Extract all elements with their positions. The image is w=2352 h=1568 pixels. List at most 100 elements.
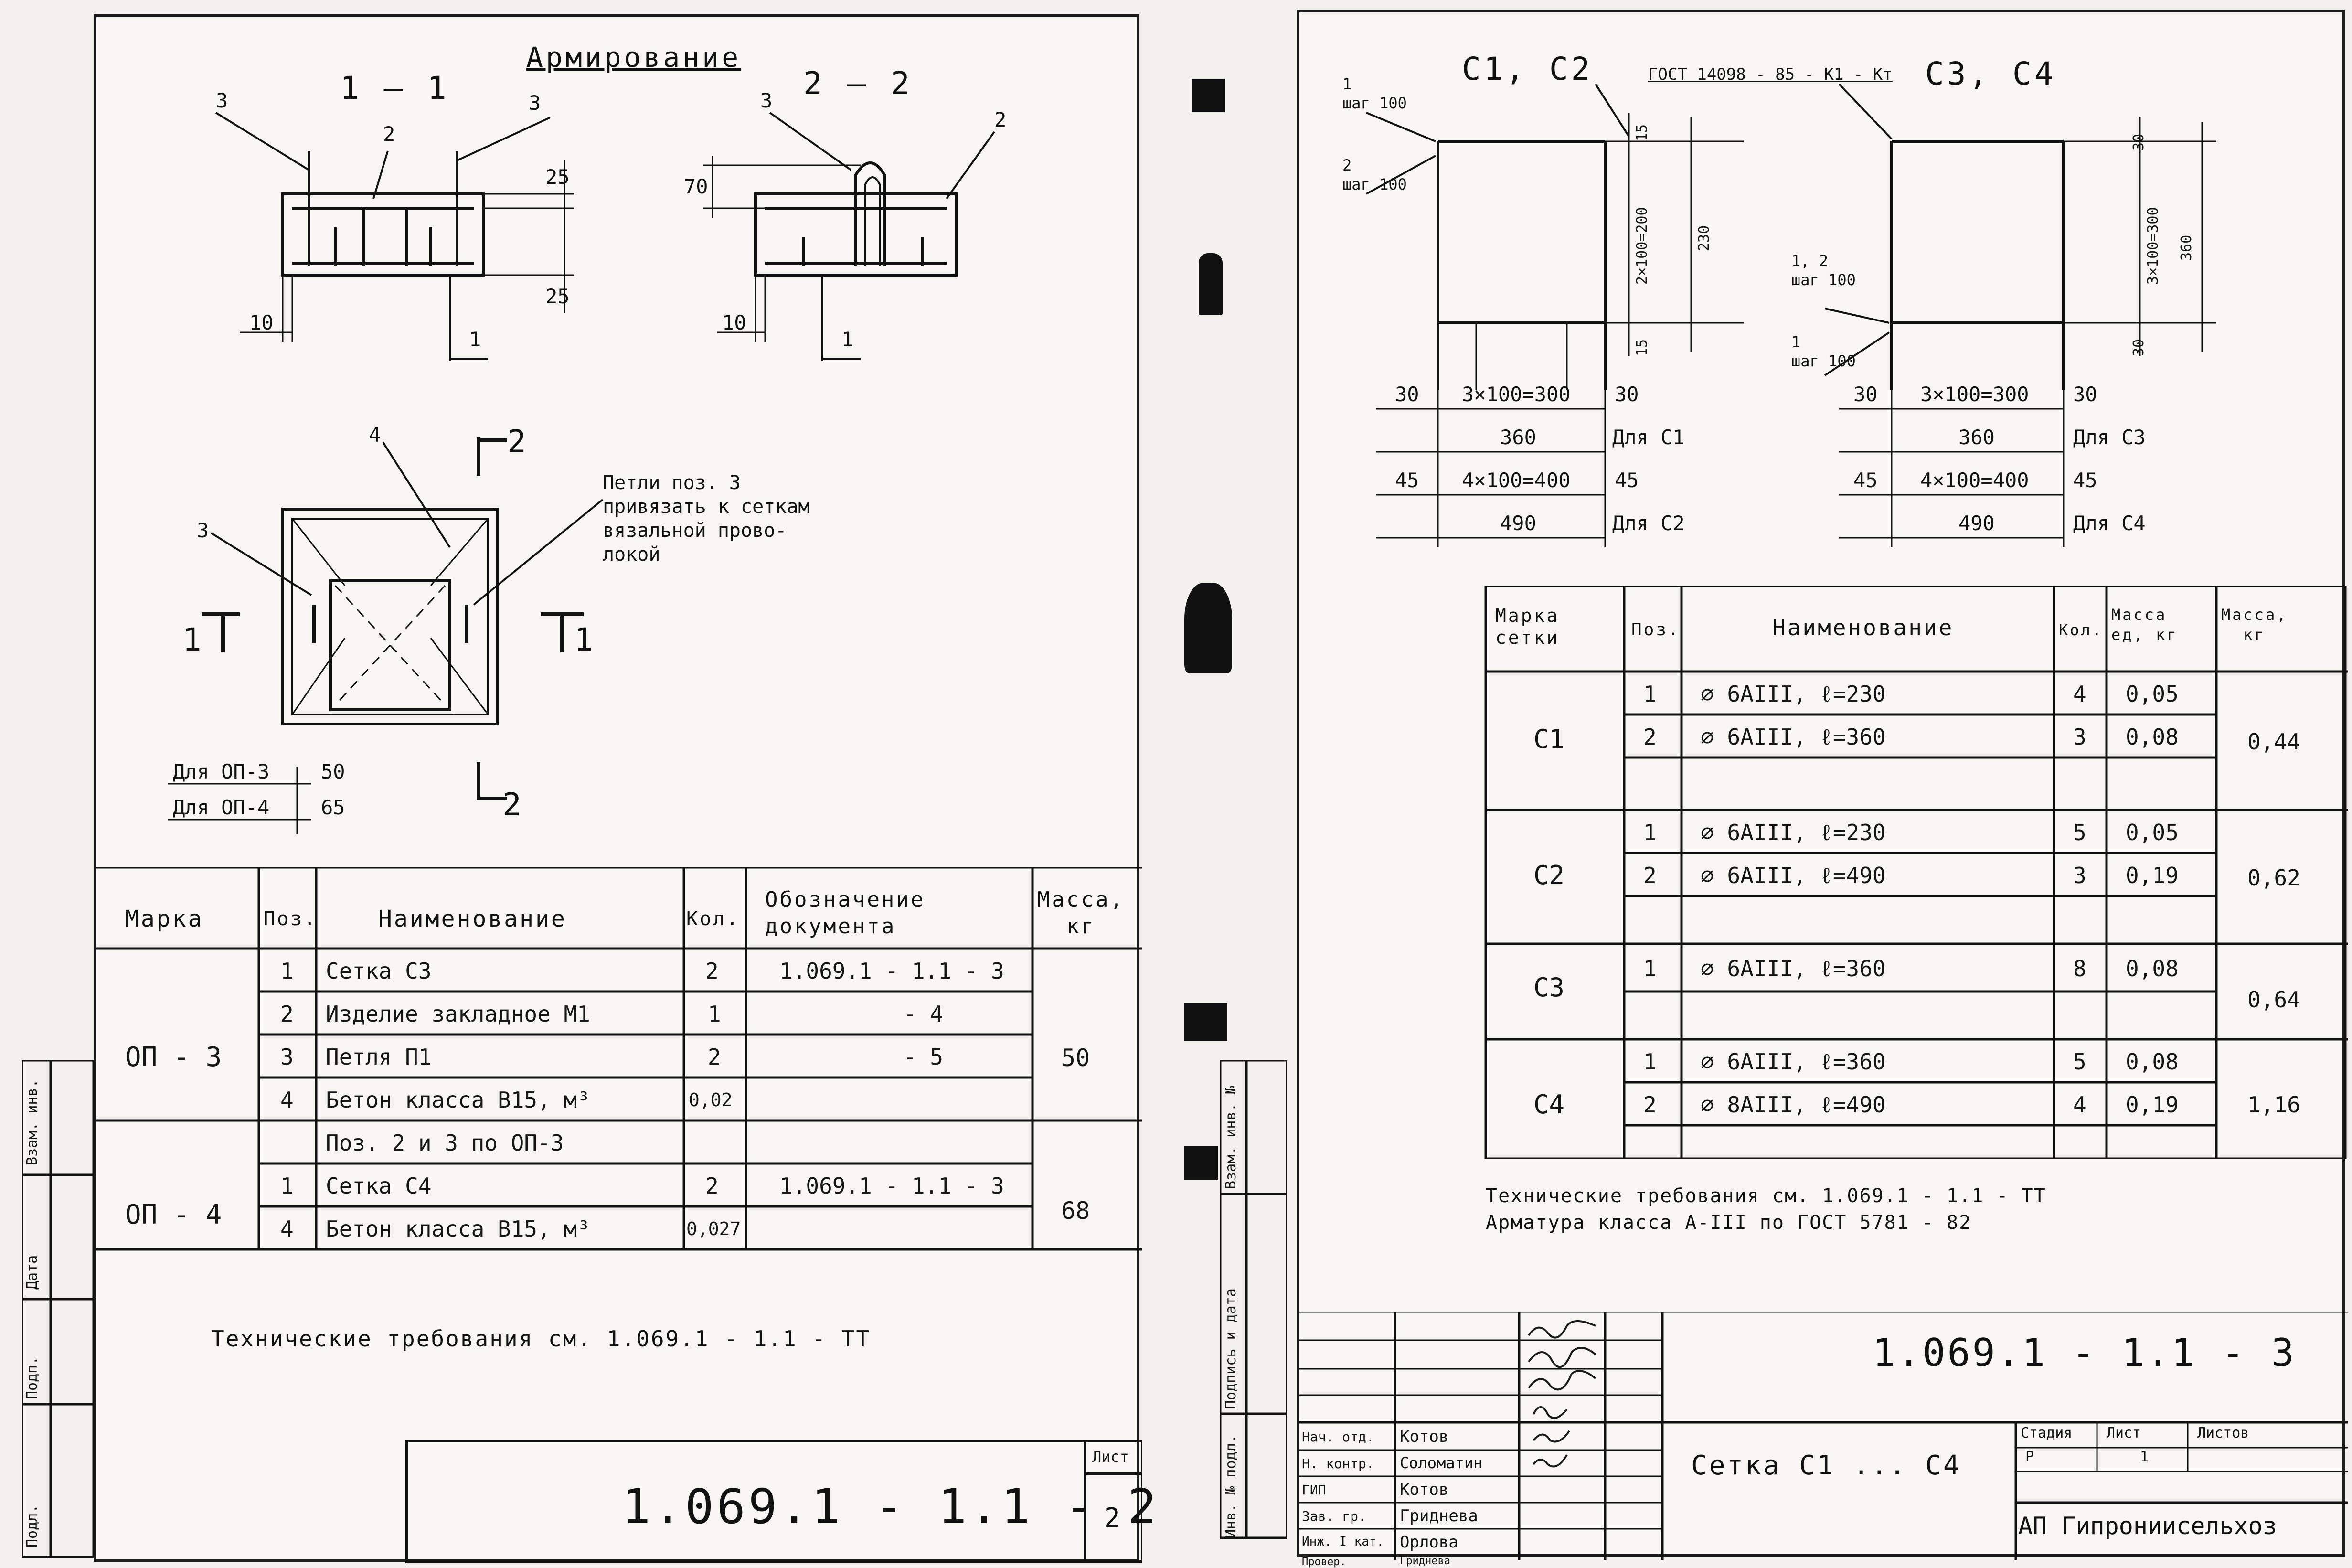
row-name: ⌀ 6АIII, ℓ=360 bbox=[1701, 956, 1886, 981]
dim-10-sec2: 10 bbox=[722, 311, 746, 334]
row-name: Изделие закладное М1 bbox=[326, 1001, 590, 1027]
c12-r1-b: 3×100=300 bbox=[1462, 383, 1571, 406]
c12-r2: 360 bbox=[1500, 426, 1536, 449]
row-name: ⌀ 6АIII, ℓ=360 bbox=[1701, 1049, 1886, 1075]
row-qty: 3 bbox=[2073, 724, 2086, 750]
row-doc: - 5 bbox=[904, 1044, 944, 1070]
c34-r3-b: 4×100=400 bbox=[1920, 469, 2029, 492]
callout-3-sec2: 3 bbox=[760, 89, 773, 112]
drawing-title: Армирование bbox=[526, 41, 742, 74]
callout-right-1: 1 шаг 100 bbox=[1791, 333, 1856, 370]
dim-70: 70 bbox=[684, 175, 708, 198]
c12-r4-label: Для С2 bbox=[1612, 512, 1685, 535]
left-side-label: Подл. bbox=[24, 1504, 41, 1547]
staff-role: Зав. гр. bbox=[1302, 1508, 1366, 1524]
table-row: 1 Сетка С4 2 1.069.1 - 1.1 - 3 bbox=[96, 1163, 1142, 1206]
hdr-name: Наименование bbox=[378, 906, 567, 932]
mesh-mass: 1,16 bbox=[2247, 1092, 2300, 1118]
row-qty: 5 bbox=[2073, 1049, 2086, 1075]
left-side-label: Подп. bbox=[24, 1356, 41, 1399]
row-pos: 2 bbox=[1643, 724, 1657, 750]
staff-role: ГИП bbox=[1302, 1482, 1326, 1498]
op3-dim-value: 50 bbox=[321, 760, 345, 783]
row-qty: 4 bbox=[2073, 681, 2086, 707]
hdr-mark: Марка bbox=[125, 906, 204, 932]
right-side-label: Инв. № подл. bbox=[1223, 1434, 1239, 1538]
row-unit: 0,08 bbox=[2126, 956, 2179, 981]
row-doc: 1.069.1 - 1.1 - 3 bbox=[779, 958, 1004, 984]
c34-dim-bot: 30 bbox=[2130, 339, 2147, 356]
left-side-strip bbox=[22, 1060, 94, 1558]
mesh-mark: С3 bbox=[1533, 972, 1565, 1003]
gost-label: ГОСТ 14098 - 85 - К1 - Кт bbox=[1648, 65, 1893, 84]
table-row: 1 ⌀ 6АIII, ℓ=230 4 0,05 bbox=[1624, 672, 2216, 715]
row-qty: 3 bbox=[2073, 863, 2086, 888]
binding-mark bbox=[1192, 79, 1225, 112]
c12-r3-a: 45 bbox=[1395, 469, 1419, 492]
row-qty: 5 bbox=[2073, 820, 2086, 845]
c12-dim-bot: 15 bbox=[1634, 339, 1650, 356]
callout-right-12: 1, 2 шаг 100 bbox=[1791, 252, 1856, 289]
row-pos: 4 bbox=[280, 1216, 294, 1242]
row-name: ⌀ 8АIII, ℓ=490 bbox=[1701, 1092, 1886, 1118]
loop-note: Петли поз. 3 привязать к сеткам вязально… bbox=[603, 472, 810, 565]
row-pos: 2 bbox=[1643, 1092, 1657, 1118]
stage-label: Стадия bbox=[2021, 1425, 2073, 1441]
mesh-title-c34: С3, С4 bbox=[1925, 55, 2056, 92]
organization: АП Гипрониисельхоз bbox=[2018, 1512, 2277, 1540]
row-qty: 2 bbox=[705, 1173, 719, 1199]
row-name: Сетка С4 bbox=[326, 1173, 432, 1199]
row-qty: 8 bbox=[2073, 956, 2086, 981]
row-unit: 0,08 bbox=[2126, 724, 2179, 750]
c34-r4: 490 bbox=[1958, 512, 1995, 535]
c34-r3-c: 45 bbox=[2073, 469, 2097, 492]
c12-r1-a: 30 bbox=[1395, 383, 1419, 406]
row-qty: 4 bbox=[2073, 1092, 2086, 1118]
row-pos: 1 bbox=[1643, 956, 1657, 981]
c12-r2-label: Для С1 bbox=[1612, 426, 1685, 449]
c12-dim-mid: 2×100=200 bbox=[1634, 207, 1650, 285]
mesh-mark: С4 bbox=[1533, 1089, 1565, 1120]
c34-r3-a: 45 bbox=[1853, 469, 1878, 492]
mesh-mark: С2 bbox=[1533, 860, 1565, 890]
stage-value: Р bbox=[2025, 1449, 2034, 1465]
c12-r3-b: 4×100=400 bbox=[1462, 469, 1571, 492]
dim-10-left: 10 bbox=[249, 311, 274, 334]
row-pos: 3 bbox=[280, 1044, 294, 1070]
section-1-label: 1 — 1 bbox=[340, 70, 449, 107]
table-row: 2 ⌀ 6АIII, ℓ=490 3 0,19 bbox=[1624, 853, 2216, 896]
table-row: 2 ⌀ 6АIII, ℓ=360 3 0,08 bbox=[1624, 715, 2216, 757]
c12-r4: 490 bbox=[1500, 512, 1536, 535]
staff-role: Провер. bbox=[1302, 1556, 1346, 1568]
mesh-mass: 0,64 bbox=[2247, 987, 2300, 1013]
mesh-hdr-qty: Кол. bbox=[2059, 621, 2104, 639]
cut-2-top: 2 bbox=[507, 423, 529, 460]
row-name: Петля П1 bbox=[326, 1044, 432, 1070]
staff-name: Орлова bbox=[1400, 1533, 1458, 1552]
c34-r1-c: 30 bbox=[2073, 383, 2097, 406]
c34-r2-label: Для С3 bbox=[2073, 426, 2146, 449]
table-row: 1 ⌀ 6АIII, ℓ=360 5 0,08 bbox=[1624, 1039, 2216, 1082]
op4-dim-label: Для ОП-4 bbox=[173, 796, 270, 819]
c34-dim-top: 30 bbox=[2130, 133, 2147, 151]
spec-table-grid bbox=[96, 867, 1142, 1251]
callout-1-left: 1 bbox=[469, 328, 481, 351]
c12-dim-top: 15 bbox=[1634, 124, 1650, 141]
staff-role: Нач. отд. bbox=[1302, 1429, 1374, 1445]
row-pos: 2 bbox=[280, 1001, 294, 1027]
staff-name: Котов bbox=[1400, 1427, 1449, 1446]
callout-1-sec2: 1 bbox=[841, 328, 854, 351]
staff-name: Гриднева bbox=[1400, 1555, 1450, 1567]
op4-mark: ОП - 4 bbox=[125, 1199, 222, 1230]
right-side-strip bbox=[1220, 1060, 1287, 1539]
right-title-block-frame bbox=[1299, 1312, 2348, 1560]
op4-dim-value: 65 bbox=[321, 796, 345, 819]
callout-3-left: 3 bbox=[216, 89, 228, 112]
staff-role: Н. контр. bbox=[1302, 1456, 1374, 1472]
list-label: Лист bbox=[2107, 1425, 2141, 1441]
callout-left-1: 1 шаг 100 bbox=[1342, 75, 1407, 112]
left-side-label: Дата bbox=[24, 1255, 41, 1290]
row-pos: 1 bbox=[280, 1173, 294, 1199]
row-name: Сетка С3 bbox=[326, 958, 432, 984]
binding-mark bbox=[1199, 253, 1223, 315]
